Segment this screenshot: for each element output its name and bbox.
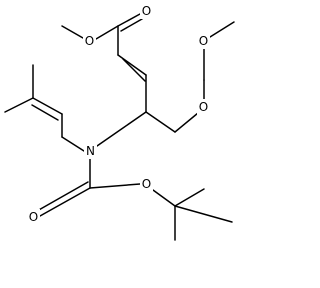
bond-ester-methyl: [61, 25, 84, 39]
bond-ch2-o: [174, 112, 199, 133]
bond-ch-ch2: [145, 111, 176, 133]
atom-boc-ether-oxygen: O: [140, 176, 153, 192]
svg-text:O: O: [29, 210, 38, 224]
bond-o-tbu: [152, 189, 176, 207]
svg-text:N: N: [86, 144, 95, 158]
bond-carbonyl-single: [117, 13, 141, 27]
bond-alkene-single: [117, 54, 147, 76]
atom-ester-carbonyl-oxygen: O: [140, 3, 153, 19]
bond-alkene-double: [122, 58, 146, 82]
atom-layer: O O O O N O O: [27, 3, 210, 225]
atom-amine-nitrogen: N: [84, 143, 97, 159]
svg-text:O: O: [142, 177, 151, 191]
bond-tbu-me3: [174, 205, 233, 223]
svg-text:O: O: [199, 100, 208, 114]
svg-text:O: O: [85, 34, 94, 48]
atom-ester-methoxy-oxygen: O: [83, 33, 96, 49]
atom-boc-carbonyl-oxygen: O: [27, 209, 40, 225]
bond-boc-c-o-double-a: [39, 187, 91, 217]
svg-text:O: O: [142, 4, 151, 18]
bond-carbonyl-double: [120, 18, 143, 32]
bond-layer: [4, 13, 235, 241]
bond-ester-o-c: [95, 25, 119, 40]
bond-boc-c-o: [89, 183, 141, 189]
bond-o-methyl-mom: [209, 21, 235, 38]
atom-mom-methoxy-oxygen: O: [197, 33, 210, 49]
bond-boc-c-o-double-b: [36, 181, 89, 212]
svg-text:O: O: [199, 34, 208, 48]
bond-n-ch2: [61, 136, 85, 152]
bond-prenyl-methyl-1: [4, 97, 34, 113]
structure-canvas: O O O O N O O: [4, 3, 235, 241]
molecule-drawing: O O O O N O O: [4, 3, 235, 241]
bond-prenyl-double-a: [32, 97, 63, 115]
bond-tbu-me2: [174, 188, 205, 207]
bond-ch-n: [96, 111, 147, 147]
atom-mom-ether-oxygen: O: [197, 99, 210, 115]
bond-prenyl-double-b: [31, 104, 59, 121]
